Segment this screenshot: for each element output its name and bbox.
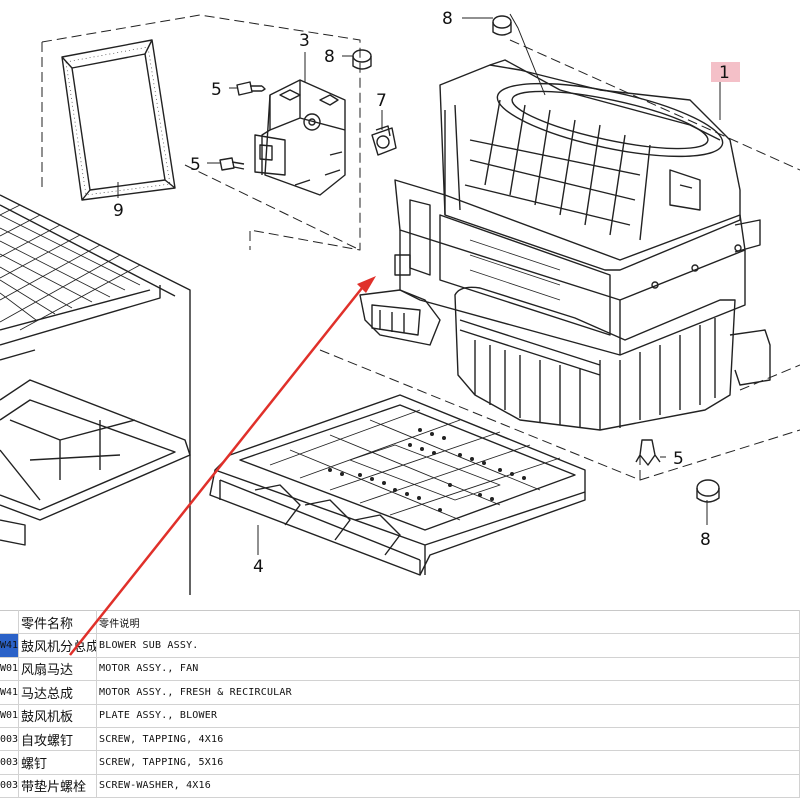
- fastener-nut-8c: [696, 479, 720, 503]
- fastener-clip-5c: [635, 439, 661, 466]
- header-part-desc[interactable]: 零件说明: [96, 609, 800, 635]
- part-4-blower-plate: [209, 394, 586, 576]
- row-part-desc[interactable]: SCREW, TAPPING, 5X16: [96, 750, 800, 775]
- header-code: [0, 609, 19, 635]
- callout-1-highlight: [711, 62, 740, 82]
- dashed-frame-motor: [41, 14, 361, 251]
- part-1-blower-housing: [359, 59, 771, 431]
- row-part-name[interactable]: 螺钉: [18, 750, 97, 775]
- row-part-desc[interactable]: SCREW, TAPPING, 4X16: [96, 727, 800, 752]
- row-part-desc[interactable]: PLATE ASSY., BLOWER: [96, 704, 800, 728]
- table-row[interactable]: W41 马达总成 MOTOR ASSY., FRESH & RECIRCULAR: [0, 680, 800, 705]
- row-part-name[interactable]: 自攻螺钉: [18, 727, 97, 752]
- table-row[interactable]: W01 风扇马达 MOTOR ASSY., FAN: [0, 657, 800, 682]
- row-part-name[interactable]: 鼓风机分总成: [18, 633, 97, 658]
- callout-7: 7: [376, 91, 387, 111]
- fastener-nut-8b: [492, 15, 512, 36]
- fastener-screw-5b: [219, 157, 245, 171]
- row-code[interactable]: 003: [0, 727, 19, 752]
- filter-housing-left: [0, 194, 191, 595]
- parts-table: 零件名称 零件说明 W41 鼓风机分总成 BLOWER SUB ASSY. W0…: [0, 609, 800, 799]
- row-code[interactable]: 003: [0, 750, 19, 775]
- callout-5a: 5: [211, 80, 222, 100]
- callout-8a: 8: [442, 9, 453, 29]
- row-part-name[interactable]: 鼓风机板: [18, 704, 97, 728]
- row-code[interactable]: W41: [0, 680, 19, 705]
- row-part-desc[interactable]: BLOWER SUB ASSY.: [96, 633, 800, 658]
- row-part-desc[interactable]: SCREW-WASHER, 4X16: [96, 774, 800, 799]
- row-part-desc[interactable]: MOTOR ASSY., FRESH & RECIRCULAR: [96, 680, 800, 705]
- part-7-actuator: [371, 125, 397, 156]
- callout-9: 9: [113, 201, 124, 221]
- parts-exploded-diagram: 1 3 4 5 5 5 7 8 8 8 9: [0, 9, 800, 595]
- table-row[interactable]: W01 鼓风机板 PLATE ASSY., BLOWER: [0, 704, 800, 728]
- callout-5b: 5: [190, 155, 201, 175]
- callout-8c: 8: [700, 530, 711, 550]
- row-part-name[interactable]: 马达总成: [18, 680, 97, 705]
- part-3-servo-motor: [254, 79, 346, 196]
- row-code[interactable]: W41: [0, 633, 19, 658]
- row-code[interactable]: W01: [0, 657, 19, 682]
- row-part-desc[interactable]: MOTOR ASSY., FAN: [96, 657, 800, 682]
- callout-5c: 5: [673, 449, 684, 469]
- callout-3: 3: [299, 31, 310, 51]
- row-part-name[interactable]: 风扇马达: [18, 657, 97, 682]
- table-row-selected[interactable]: W41 鼓风机分总成 BLOWER SUB ASSY.: [0, 633, 800, 658]
- callout-4: 4: [253, 557, 264, 577]
- callout-8b: 8: [324, 47, 335, 67]
- fastener-screw-5a: [236, 81, 266, 96]
- dashed-frame-main: [319, 39, 800, 481]
- table-row[interactable]: 003 自攻螺钉 SCREW, TAPPING, 4X16: [0, 727, 800, 752]
- table-row[interactable]: 003 螺钉 SCREW, TAPPING, 5X16: [0, 750, 800, 775]
- header-part-name[interactable]: 零件名称: [18, 609, 97, 635]
- part-9-seal-frame: [61, 39, 176, 201]
- fastener-nut-8a: [352, 49, 372, 70]
- row-code[interactable]: 003: [0, 774, 19, 799]
- row-part-name[interactable]: 带垫片螺栓: [18, 774, 97, 799]
- table-row[interactable]: 003 带垫片螺栓 SCREW-WASHER, 4X16: [0, 774, 800, 799]
- callout-1: 1: [719, 63, 730, 83]
- table-header-row: 零件名称 零件说明: [0, 609, 800, 635]
- row-code[interactable]: W01: [0, 704, 19, 728]
